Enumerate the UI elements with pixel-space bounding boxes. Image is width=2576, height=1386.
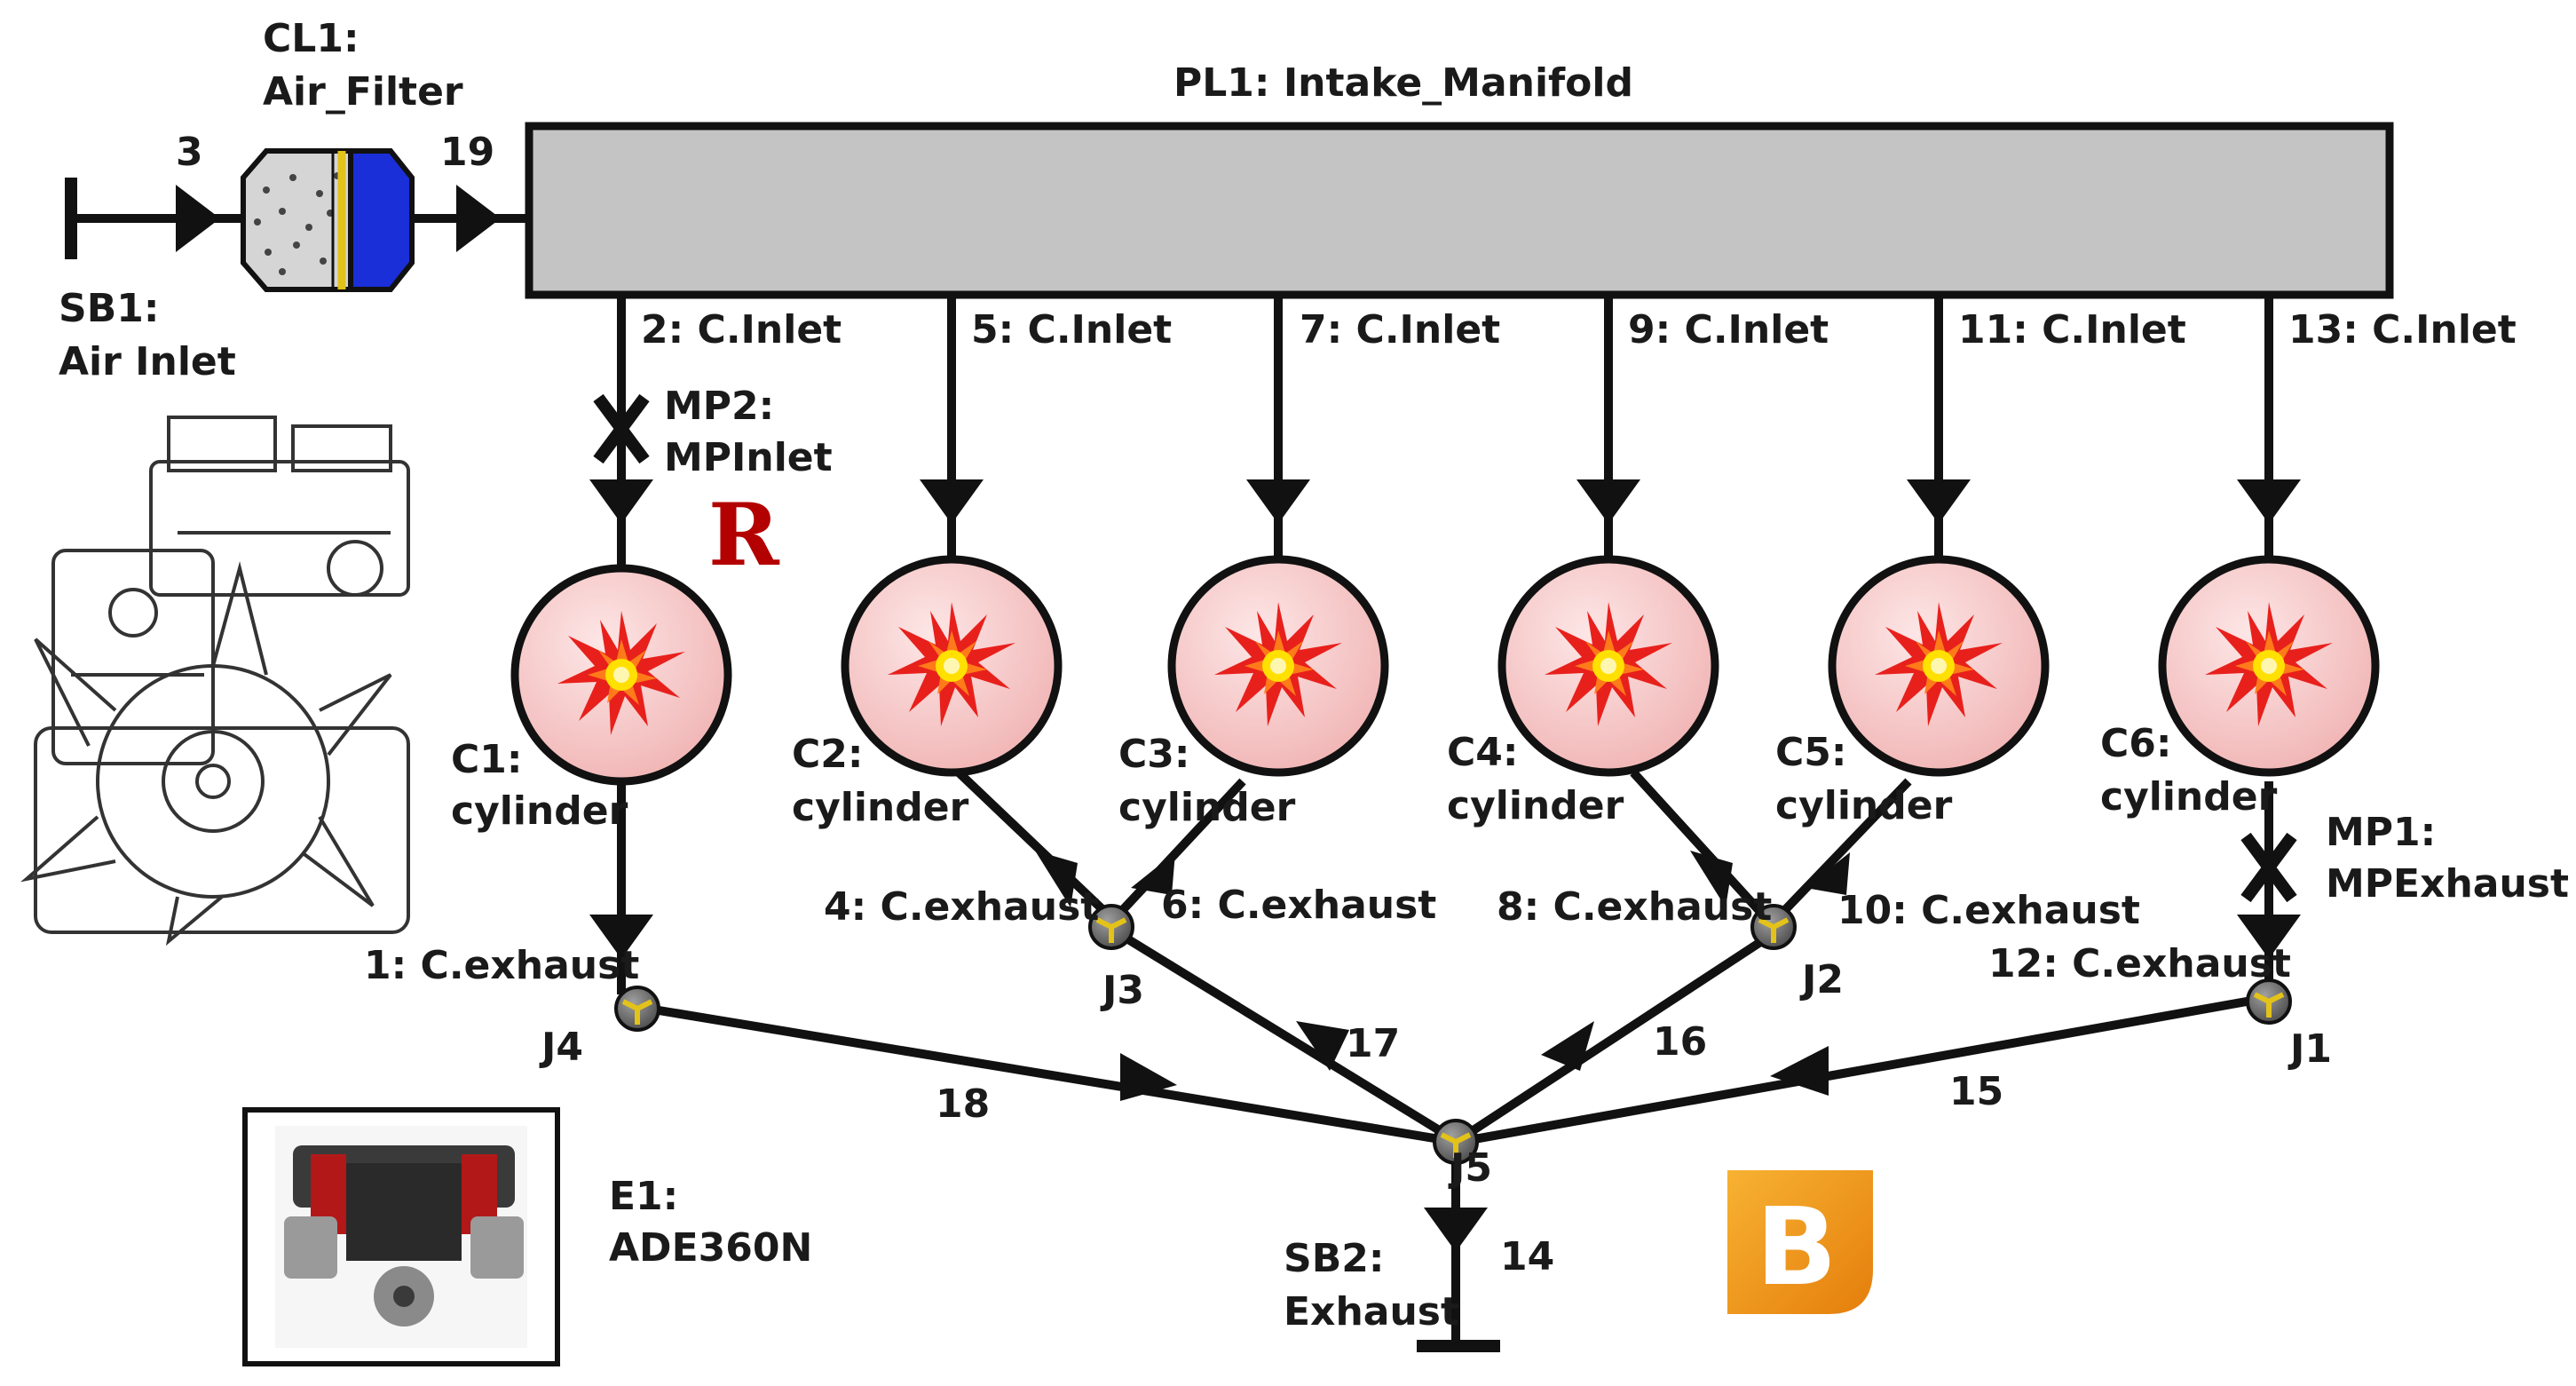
flow-arrow-3 [176, 185, 220, 252]
inlet-label-7: 7: C.Inlet [1300, 307, 1500, 352]
pipe-17 [1114, 928, 1455, 1143]
inlet-label-5: 5: C.Inlet [971, 307, 1172, 352]
exhaust-arrow-1 [589, 915, 653, 959]
junction-label-j5: J5 [1448, 1145, 1492, 1191]
mp1-label: MP1: [2326, 810, 2436, 855]
cylinder-c1[interactable] [510, 564, 732, 786]
exhaust-label-4: 4: C.exhaust [824, 884, 1099, 930]
flow-arrow-17 [1296, 1021, 1349, 1071]
cylinder-c2[interactable] [841, 555, 1063, 777]
exhaust-label-8: 8: C.exhaust [1497, 884, 1772, 930]
cylinder-c3-id: C3: [1118, 732, 1190, 777]
junction-j1[interactable] [2248, 980, 2290, 1023]
mp1-measure-point-icon[interactable] [2240, 832, 2297, 903]
mp2-name: MPInlet [664, 435, 833, 480]
flow-arrow-18 [1120, 1053, 1177, 1101]
cylinder-c5-id: C5: [1775, 730, 1847, 775]
exhaust-pipe-4 [955, 769, 1110, 916]
e1-name: ADE360N [609, 1225, 812, 1271]
mp2-label: MP2: [664, 384, 774, 429]
flow-label-17: 17 [1346, 1021, 1400, 1066]
mp1-name: MPExhaust [2326, 861, 2569, 907]
exhaust-label-12: 12: C.exhaust [1988, 941, 2291, 986]
cylinder-c6[interactable] [2158, 555, 2380, 777]
pipe-15 [1458, 995, 2257, 1146]
air-filter-icon [241, 148, 415, 292]
inlet-label-11: 11: C.Inlet [1958, 307, 2186, 352]
flow-label-15: 15 [1949, 1069, 2003, 1114]
cylinder-c4[interactable] [1497, 555, 1719, 777]
exhaust-pipe-10 [1777, 778, 1912, 918]
sb2-name: Exhaust [1284, 1289, 1459, 1335]
flow-label-18: 18 [936, 1081, 990, 1127]
sb1-label: SB1: [59, 286, 159, 331]
intake-arrow-c3 [1246, 479, 1310, 524]
intake-arrow-c5 [1907, 479, 1971, 524]
exhaust-pipe-8 [1630, 769, 1765, 916]
flow-arrow-14 [1424, 1208, 1488, 1252]
cylinder-c4-id: C4: [1447, 730, 1519, 775]
cylinder-c4-name: cylinder [1447, 783, 1624, 828]
intake-arrow-c2 [920, 479, 984, 524]
junction-j4[interactable] [616, 987, 659, 1030]
pipe-16 [1458, 928, 1778, 1143]
intake-arrow-c4 [1576, 479, 1640, 524]
cylinder-c2-id: C2: [792, 732, 864, 777]
exhaust-label-6: 6: C.exhaust [1161, 883, 1436, 928]
engine-photo [242, 1107, 560, 1366]
inlet-label-9: 9: C.Inlet [1628, 307, 1829, 352]
sb1-name: Air Inlet [59, 339, 236, 384]
cylinder-c5[interactable] [1828, 555, 2050, 777]
intake-manifold[interactable] [525, 122, 2394, 299]
pl1-label: PL1: Intake_Manifold [1173, 60, 1633, 106]
exhaust-label-1: 1: C.exhaust [364, 943, 639, 988]
junction-label-j3: J3 [1100, 968, 1144, 1013]
mp2-measure-point-icon[interactable] [593, 393, 650, 464]
cylinder-c1-id: C1: [451, 737, 523, 782]
flow-arrow-16 [1541, 1021, 1594, 1071]
cl1-name: Air_Filter [263, 69, 463, 115]
exhaust-label-10: 10: C.exhaust [1837, 888, 2140, 933]
junction-label-j4: J4 [539, 1025, 583, 1070]
flow-label-16: 16 [1653, 1019, 1707, 1065]
svg-text:B: B [1756, 1186, 1837, 1310]
engine-sketch-image [20, 416, 410, 946]
exhaust-arrows [589, 851, 2301, 1252]
cylinder-c6-name: cylinder [2100, 774, 2278, 820]
inlet-label-13: 13: C.Inlet [2288, 307, 2517, 352]
exhaust-arrow-4 [1035, 851, 1078, 907]
logo-r: R [708, 485, 780, 585]
e1-label: E1: [609, 1174, 678, 1219]
intake-arrow-c6 [2237, 479, 2301, 524]
flow-arrow-15 [1770, 1046, 1829, 1096]
intake-arrows [589, 479, 2301, 524]
flow-label-3: 3 [176, 130, 203, 175]
exhaust-arrow-8 [1690, 851, 1733, 907]
exhaust-arrow-6 [1131, 852, 1175, 895]
cylinder-c3-name: cylinder [1118, 785, 1296, 830]
sb2-label: SB2: [1284, 1236, 1384, 1281]
cylinder-c1-name: cylinder [451, 788, 628, 834]
logo-b: B [1727, 1170, 1873, 1314]
pipe-18 [636, 1002, 1457, 1146]
junction-label-j1: J1 [2288, 1026, 2332, 1072]
exhaust-pipes [617, 769, 2273, 1341]
cylinder-c6-id: C6: [2100, 721, 2172, 766]
flow-arrow-19 [456, 185, 501, 252]
intake-arrow-c1 [589, 479, 653, 524]
cylinder-c3[interactable] [1167, 555, 1389, 777]
cylinder-c2-name: cylinder [792, 785, 969, 830]
inlet-label-2: 2: C.Inlet [641, 307, 842, 352]
exhaust-pipe-6 [1115, 778, 1246, 918]
exhaust-arrow-10 [1806, 852, 1850, 895]
exhaust-arrow-12 [2237, 915, 2301, 959]
flow-label-19: 19 [440, 130, 494, 175]
junction-label-j2: J2 [1799, 957, 1844, 1002]
cl1-label: CL1: [263, 16, 360, 61]
cylinder-c5-name: cylinder [1775, 783, 1953, 828]
flow-label-14: 14 [1500, 1234, 1554, 1279]
